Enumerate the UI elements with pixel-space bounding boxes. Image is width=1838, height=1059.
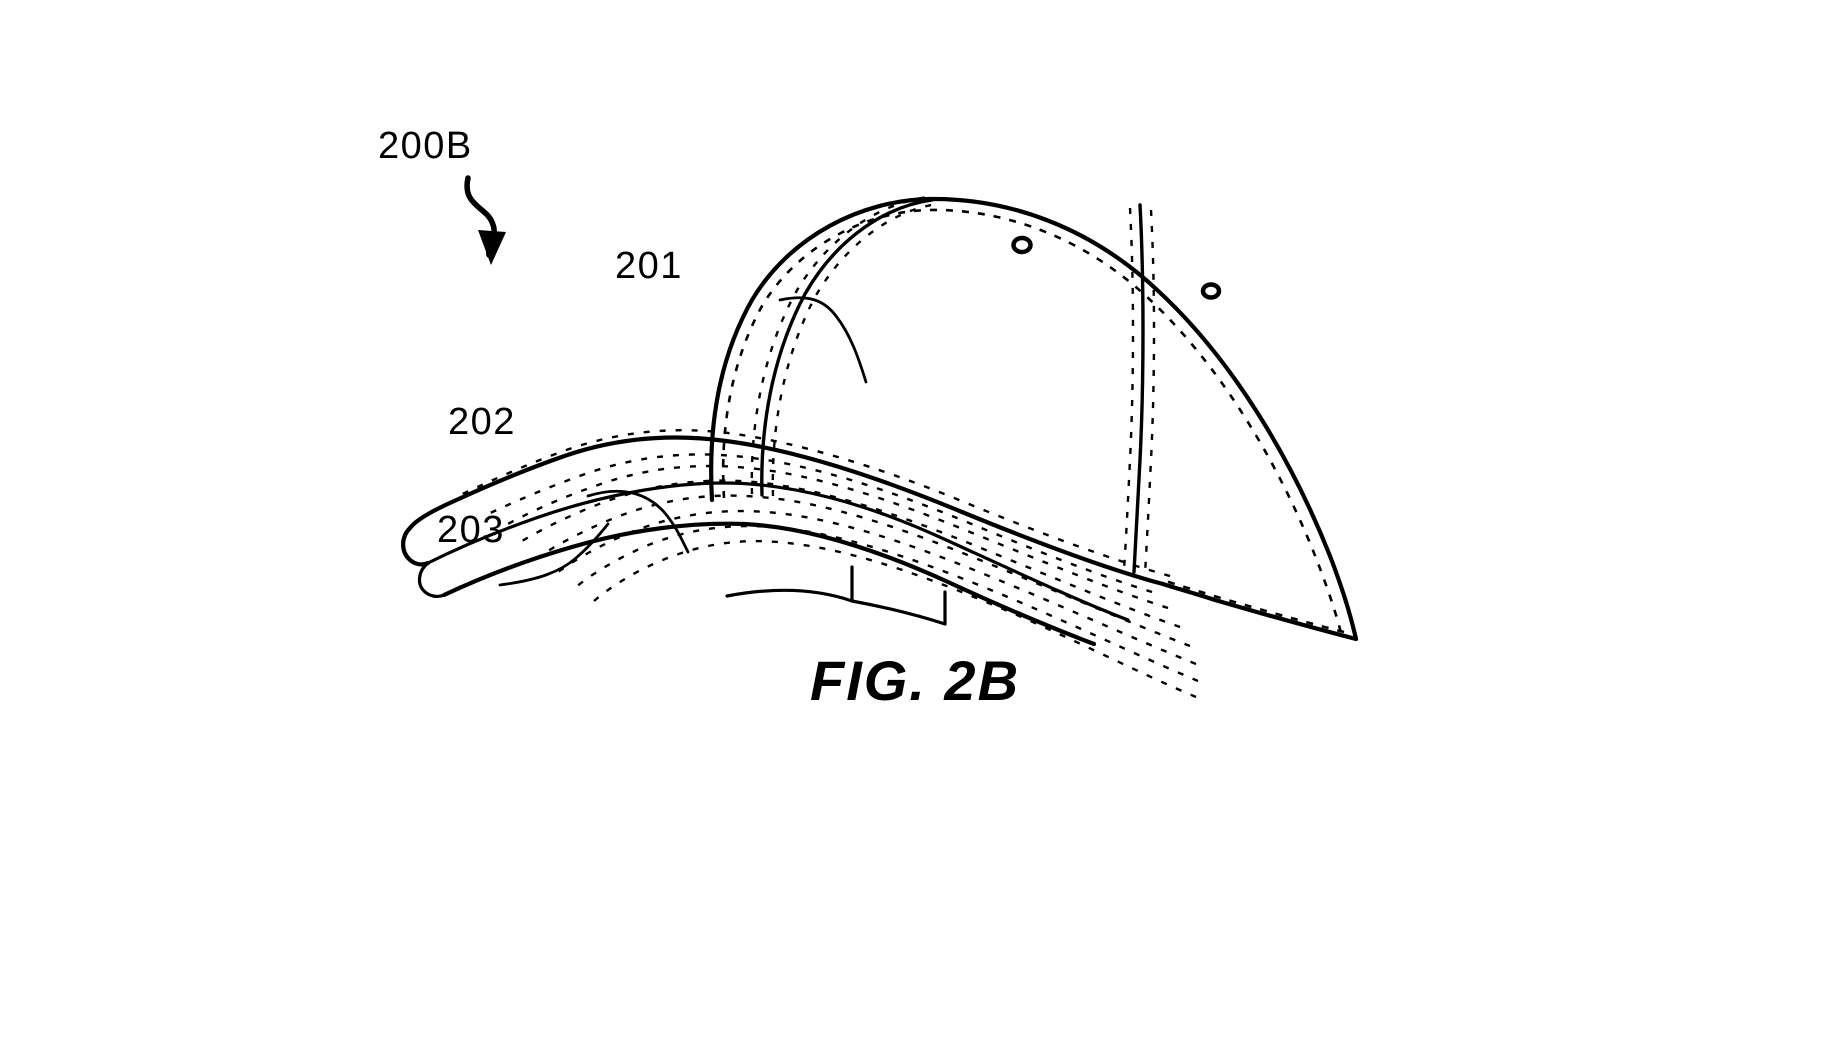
brim-rear-underlap-lower xyxy=(725,588,854,603)
crown-panel-seam-rear xyxy=(1132,203,1145,574)
brim-tip xyxy=(401,525,431,567)
brim-stitch-row-5 xyxy=(557,509,1197,666)
reference-label-201: 201 xyxy=(615,245,683,287)
crown-bottom-hem-stitch xyxy=(1165,579,1345,634)
crown-outline-stitch xyxy=(721,208,1344,638)
crown-outline xyxy=(709,196,1359,642)
brim-underside-edge xyxy=(441,521,1097,647)
reference-label-200B: 200B xyxy=(378,125,473,167)
reference-label-202: 202 xyxy=(448,401,516,443)
reference-label-203: 203 xyxy=(437,509,505,551)
crown-panel-seam-front xyxy=(760,198,934,497)
brim-stitch-row-1 xyxy=(487,453,1153,594)
brim-stitch-row-2 xyxy=(503,464,1169,610)
crown-eyelet-rear xyxy=(1200,282,1222,300)
brim-rear-underlap xyxy=(850,599,947,626)
leader-line-202 xyxy=(586,489,690,554)
leader-line-201 xyxy=(778,296,868,384)
cap-brim-group xyxy=(401,429,1199,699)
assembly-callout-arrow-head xyxy=(478,230,506,265)
brim-stitch-row-3 xyxy=(521,479,1181,629)
crown-eyelet-front xyxy=(1011,235,1033,255)
crown-panel-seam-rear-stitch-right xyxy=(1143,209,1156,575)
brim-leading-edge-stitch xyxy=(457,429,1171,578)
leader-line-203 xyxy=(498,522,610,587)
leader-lines-group xyxy=(498,296,868,587)
brim-stitch-row-6 xyxy=(575,524,1199,683)
brim-tip-inner xyxy=(417,561,446,598)
figure-caption: FIG. 2B xyxy=(810,649,1020,712)
cap-crown-group xyxy=(709,195,1359,642)
brim-binding-edge xyxy=(426,481,1130,622)
crown-bottom-hem xyxy=(1160,581,1359,642)
brim-top-edge xyxy=(407,435,1166,587)
assembly-callout-arrow-group xyxy=(464,175,506,265)
crown-panel-seam-front-stitch-left xyxy=(750,195,929,495)
crown-panel-seam-rear-stitch-left xyxy=(1122,207,1135,571)
brim-stitch-row-4 xyxy=(539,494,1191,648)
